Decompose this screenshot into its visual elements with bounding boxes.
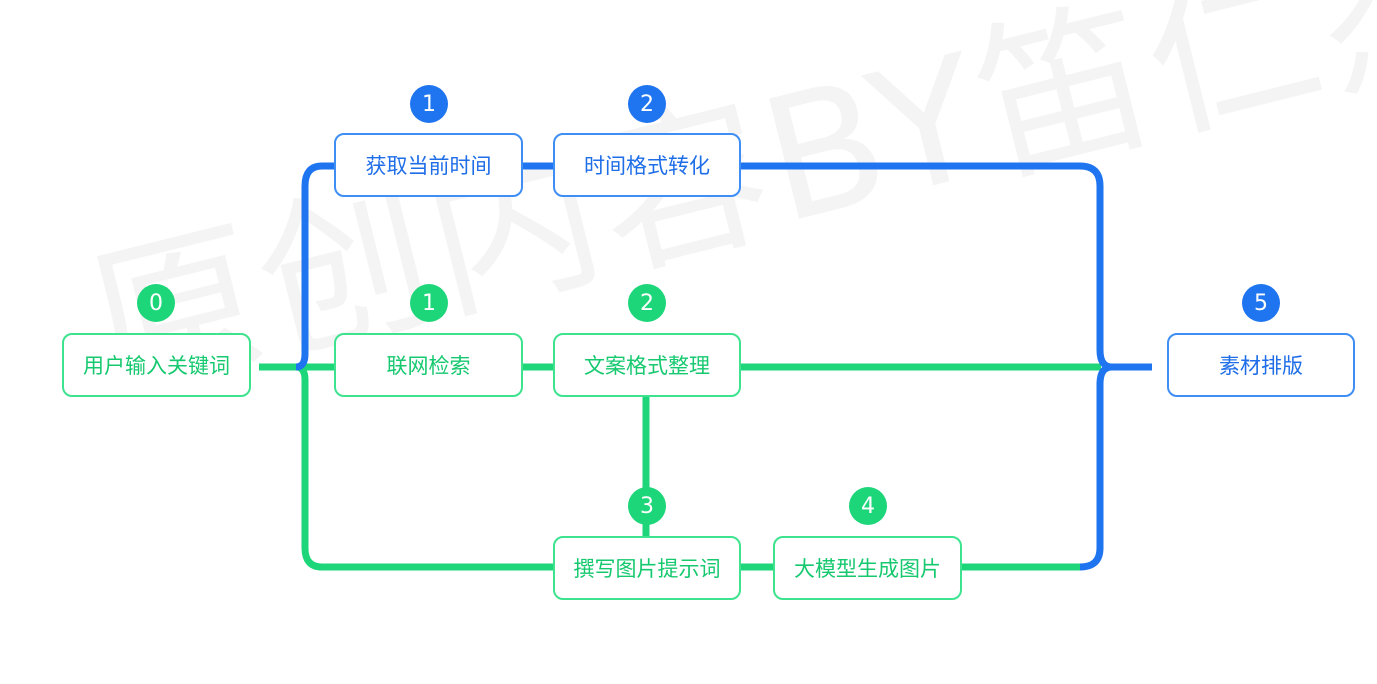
node-label: 时间格式转化: [584, 154, 710, 178]
step-badge: 5: [1242, 284, 1280, 322]
step-badge: 2: [628, 284, 666, 322]
step-badge: 3: [628, 487, 666, 525]
connector-lower-merge: [1079, 363, 1113, 571]
step-badge: 2: [628, 85, 666, 123]
node-label: 联网检索: [386, 354, 471, 378]
node-label: 素材排版: [1219, 354, 1303, 378]
connector-lower-branch: [295, 363, 553, 571]
node-get-time[interactable]: 获取当前时间: [334, 133, 523, 197]
step-badge: 0: [137, 284, 175, 322]
node-generate-image[interactable]: 大模型生成图片: [773, 536, 962, 600]
step-badge: 1: [410, 284, 448, 322]
node-layout[interactable]: 素材排版: [1167, 333, 1355, 397]
connector-upper-branch: [295, 162, 334, 371]
node-label: 撰写图片提示词: [573, 557, 721, 581]
node-write-prompt[interactable]: 撰写图片提示词: [553, 536, 741, 600]
connector-time-format-to-merge: [741, 162, 1152, 371]
node-user-input[interactable]: 用户输入关键词: [62, 333, 251, 397]
node-web-search[interactable]: 联网检索: [334, 333, 523, 397]
node-label: 文案格式整理: [584, 354, 710, 378]
step-badge: 4: [849, 487, 887, 525]
node-label: 用户输入关键词: [83, 354, 230, 378]
step-badge: 1: [410, 85, 448, 123]
node-label: 获取当前时间: [365, 154, 492, 178]
node-time-format[interactable]: 时间格式转化: [553, 133, 741, 197]
node-label: 大模型生成图片: [794, 557, 941, 581]
node-text-format[interactable]: 文案格式整理: [553, 333, 741, 397]
